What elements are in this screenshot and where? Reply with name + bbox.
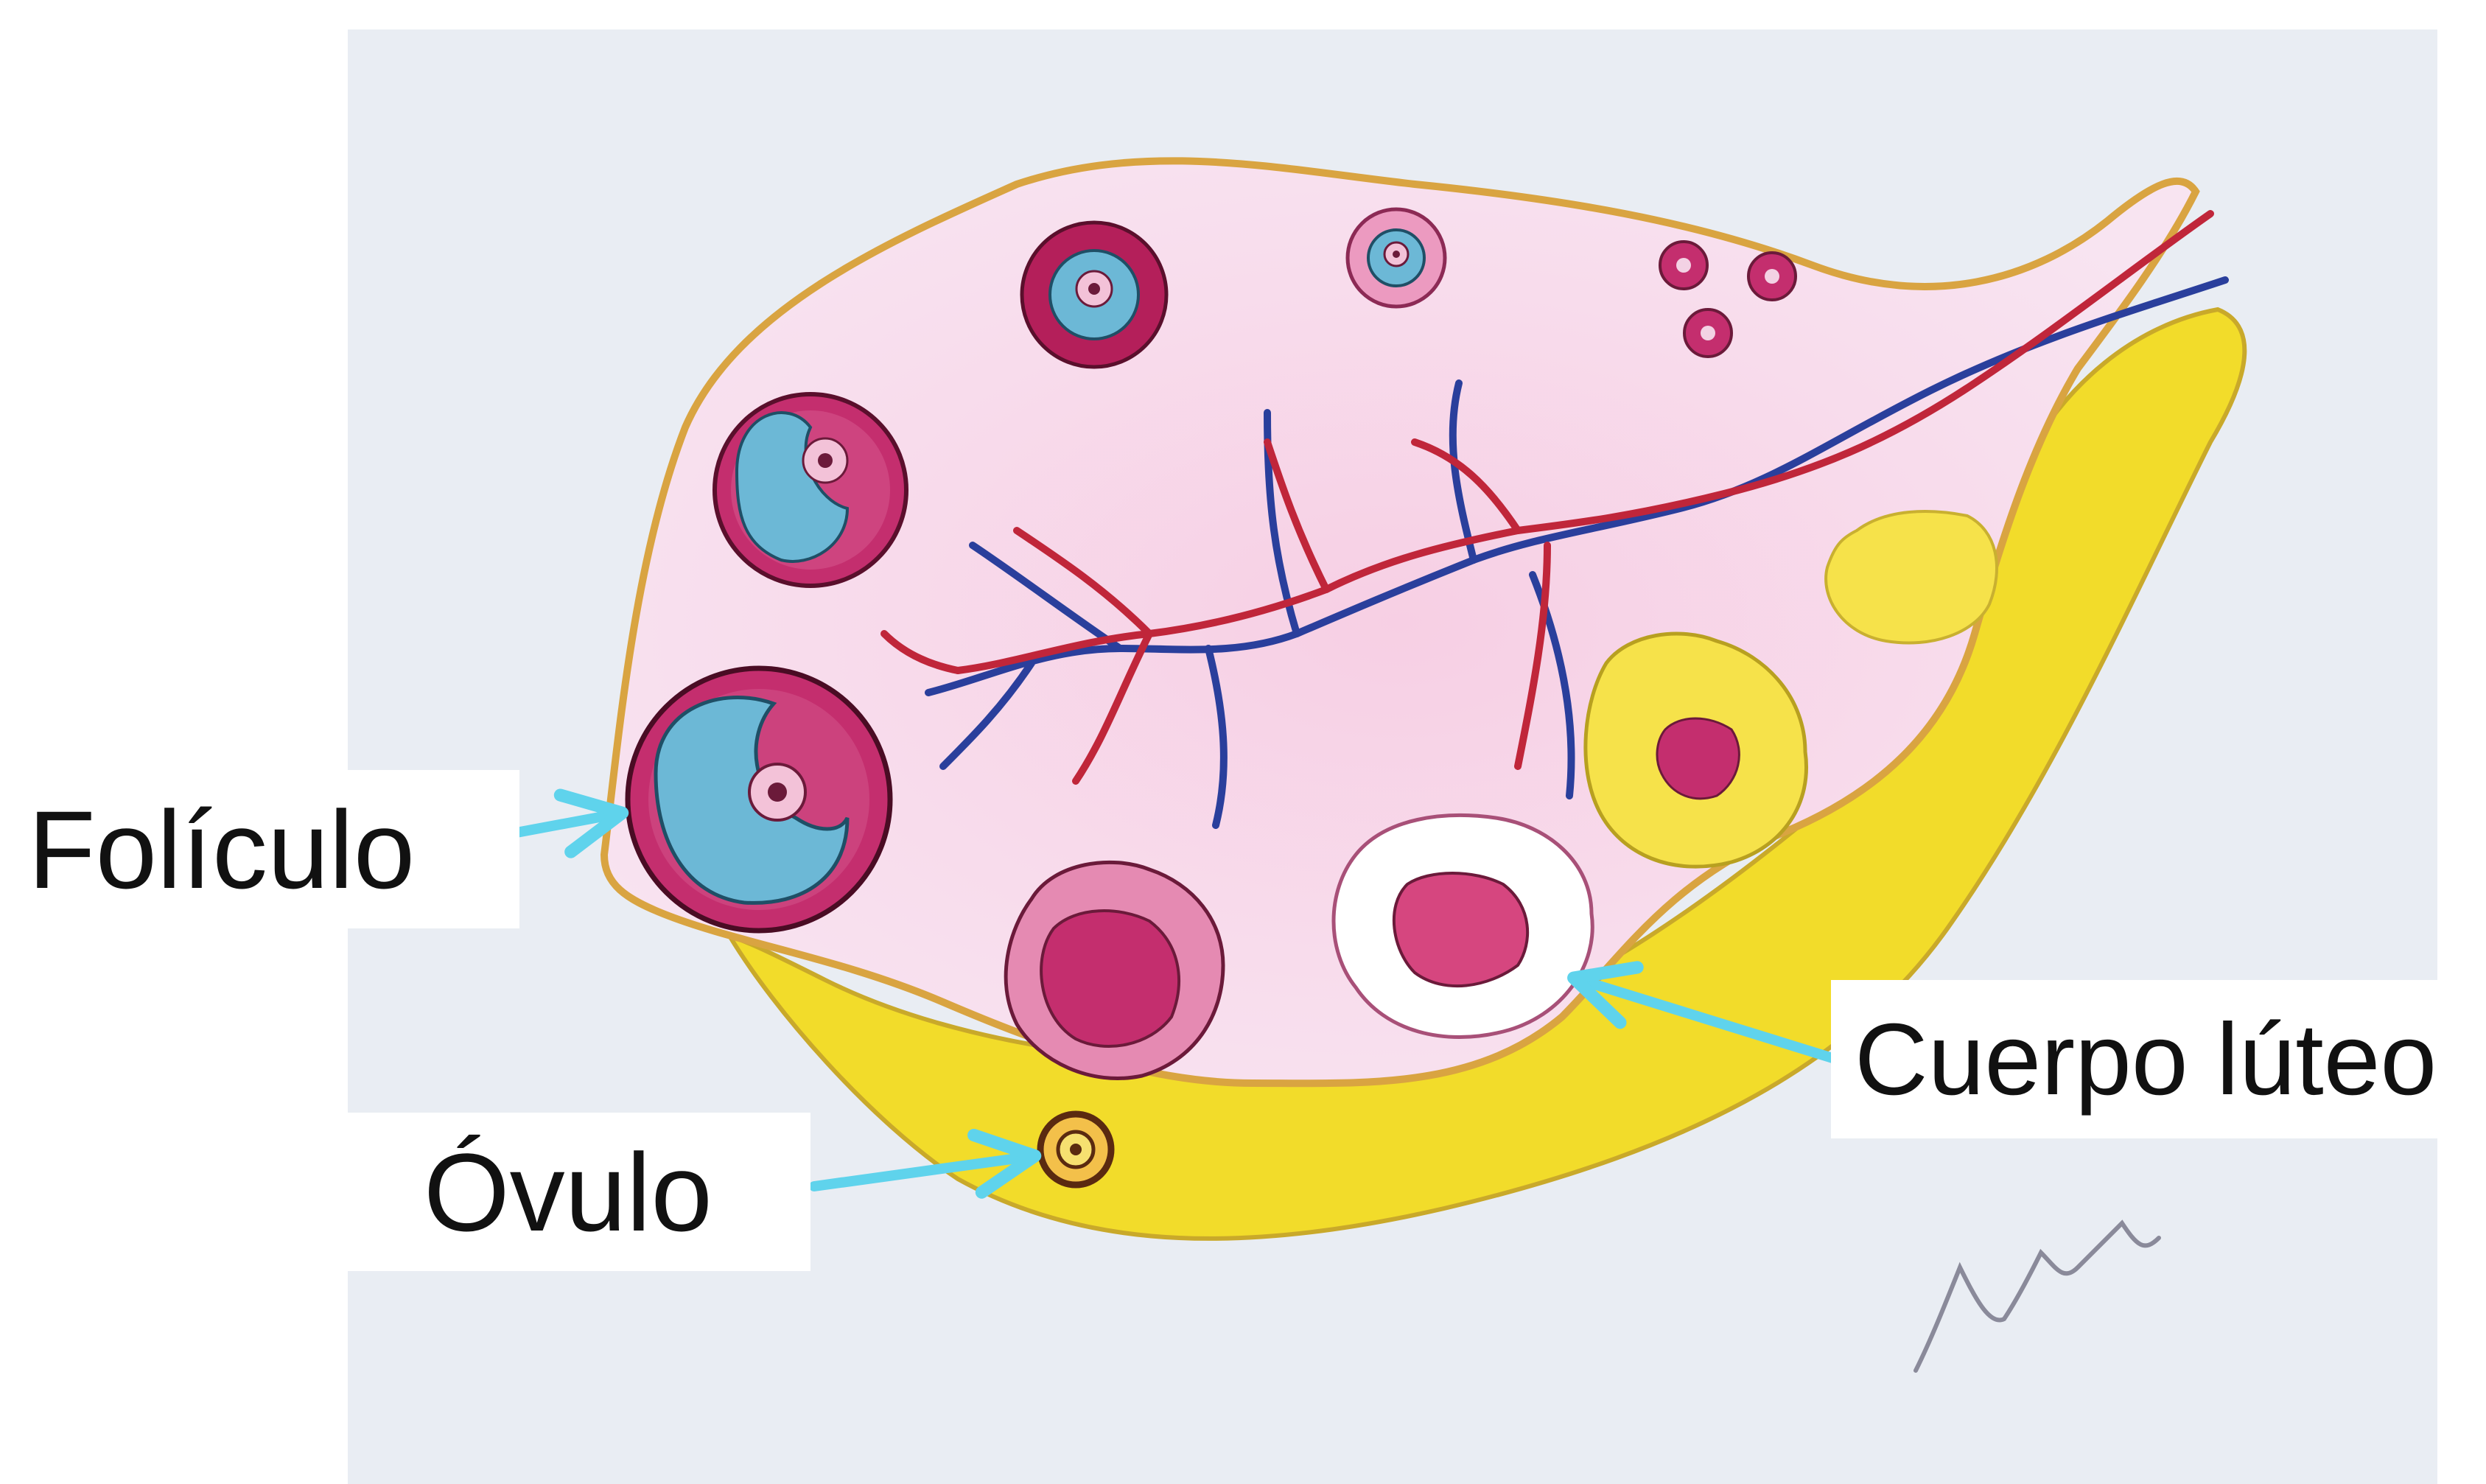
corpus-hemorrhagicum [1006, 862, 1223, 1078]
cuerpo-luteo-label-box: Cuerpo lúteo [1831, 980, 2486, 1138]
antral-follicle-upper [715, 394, 906, 586]
antral-follicle-large [628, 668, 890, 931]
secondary-follicle-medium [1022, 223, 1166, 367]
ovum [1040, 1114, 1111, 1185]
foliculo-label-box: Folículo [0, 770, 519, 928]
cuerpo-luteo-label: Cuerpo lúteo [1855, 1009, 2437, 1110]
ovulo-label-box: Óvulo [346, 1113, 810, 1271]
ovulo-label: Óvulo [424, 1137, 712, 1247]
corpus-luteum [1334, 816, 1592, 1037]
secondary-follicle-small [1348, 209, 1445, 307]
foliculo-label: Folículo [28, 794, 415, 905]
